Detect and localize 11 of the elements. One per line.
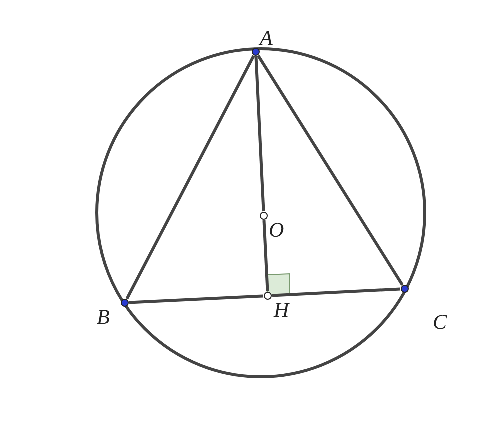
line-segment bbox=[262, 220, 270, 292]
line-segment bbox=[129, 294, 264, 304]
line-segment bbox=[272, 288, 401, 298]
point-label: O bbox=[269, 219, 284, 241]
line-segment bbox=[257, 55, 404, 286]
point-label: C bbox=[433, 311, 448, 333]
point-label: H bbox=[274, 299, 290, 321]
point-label: A bbox=[260, 27, 273, 49]
line-segment bbox=[126, 55, 256, 300]
line-segment bbox=[254, 56, 266, 212]
point-label: B bbox=[97, 306, 110, 328]
